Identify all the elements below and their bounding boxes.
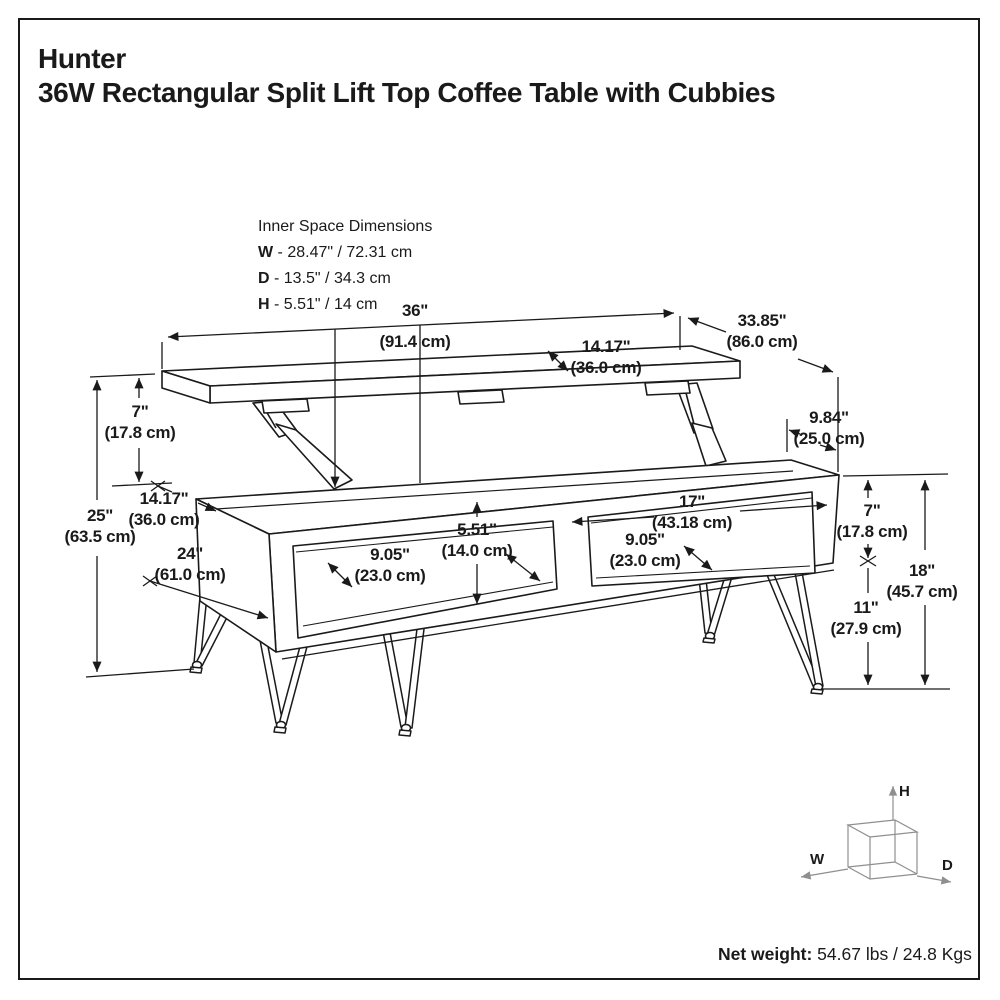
net-weight: Net weight: 54.67 lbs / 24.8 Kgs <box>718 944 972 965</box>
dim-label-overall-height: 25"(63.5 cm) <box>64 506 136 546</box>
table-body <box>195 459 840 660</box>
dim-label-top-overhang: 9.84"(25.0 cm) <box>793 408 865 448</box>
dim-label-cubby-depth-right: 9.05"(23.0 cm) <box>609 530 681 570</box>
page-title: Hunter 36W Rectangular Split Lift Top Co… <box>38 42 776 110</box>
dim-label-cubby-depth-left: 9.05"(23.0 cm) <box>354 545 426 585</box>
inner-space-depth: D - 13.5" / 34.3 cm <box>258 270 391 287</box>
net-weight-label: Net weight: <box>718 944 813 964</box>
wdh-cube-icon <box>800 786 952 885</box>
panel-cleat <box>261 398 310 414</box>
dim-label-floor-to-body-top: 18"(45.7 cm) <box>886 561 958 601</box>
inner-space-dimensions: Inner Space Dimensions W - 28.47" / 72.3… <box>258 214 432 318</box>
cubby-left-opening <box>292 520 558 639</box>
dim-label-top-width: 36"(91.4 cm) <box>379 301 451 351</box>
dim-label-lift-height: 7"(17.8 cm) <box>104 402 176 442</box>
net-weight-value: 54.67 lbs / 24.8 Kgs <box>812 944 972 964</box>
dim-label-body-height: 7"(17.8 cm) <box>836 501 908 541</box>
inner-space-width: W - 28.47" / 72.31 cm <box>258 244 413 261</box>
inner-space-heading: Inner Space Dimensions <box>258 218 433 235</box>
dim-label-body-top-depth: 14.17"(36.0 cm) <box>128 489 200 529</box>
inner-space-height: H - 5.51" / 14 cm <box>258 296 378 313</box>
product-description: 36W Rectangular Split Lift Top Coffee Ta… <box>38 77 776 108</box>
dim-label-top-panel-depth: 14.17"(36.0 cm) <box>570 337 642 377</box>
h-axis-label: H <box>899 783 910 800</box>
w-axis-line <box>800 868 849 880</box>
product-name: Hunter <box>38 43 126 74</box>
w-axis-label: W <box>810 851 825 868</box>
dim-label-cubby-width: 17"(43.18 cm) <box>651 492 733 532</box>
page-border <box>18 18 980 980</box>
dim-label-overall-depth: 33.85"(86.0 cm) <box>726 311 798 351</box>
panel-cleat <box>457 389 505 405</box>
dimension-lines <box>85 308 950 690</box>
dim-label-leg-height: 11"(27.9 cm) <box>830 598 902 638</box>
lift-top-panel <box>161 345 741 414</box>
d-axis-label: D <box>942 857 953 874</box>
dim-label-body-depth: 24"(61.0 cm) <box>154 544 226 584</box>
panel-cleat <box>644 380 691 396</box>
cubby-right-opening <box>587 491 816 587</box>
dim-label-cubby-height: 5.51"(14.0 cm) <box>441 520 513 560</box>
d-axis-line <box>916 875 952 885</box>
